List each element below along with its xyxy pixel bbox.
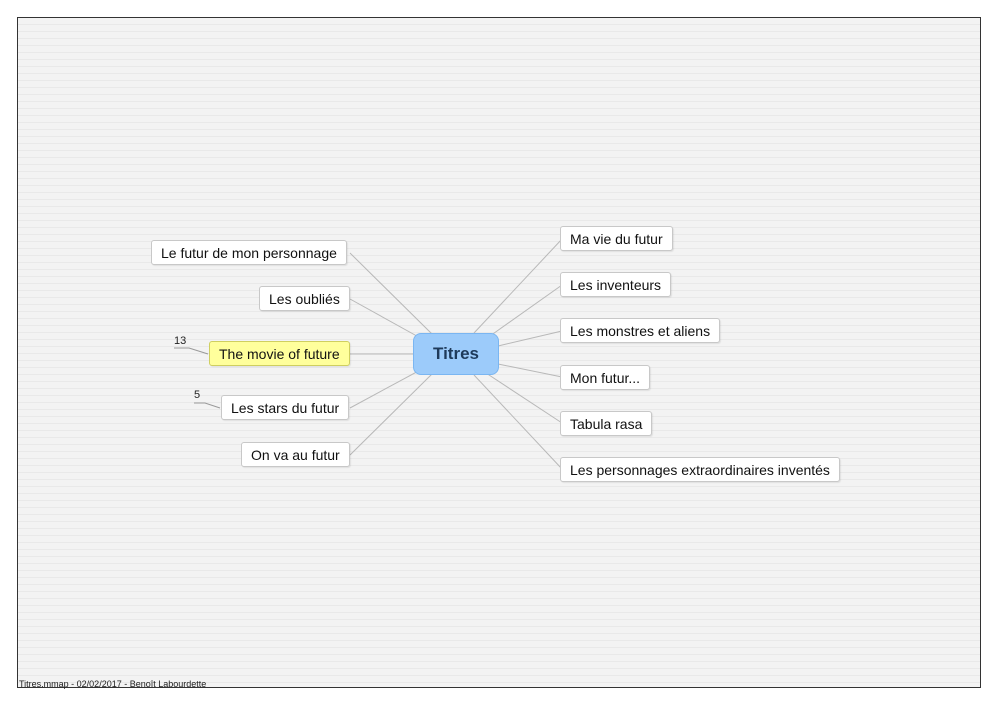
count-leader-13 [174,347,209,355]
connector-right-4 [485,372,563,424]
topic-mon-futur[interactable]: Mon futur... [560,365,651,390]
topic-the-movie-of-future[interactable]: The movie of future [209,341,350,366]
topic-count-badge: 13 [174,335,187,347]
central-topic[interactable]: Titres [413,333,499,375]
connector-left-0 [349,252,433,335]
connector-right-2 [497,330,563,347]
connector-left-4 [349,373,433,456]
count-leader-5 [194,402,221,409]
topic-tabula-rasa[interactable]: Tabula rasa [560,411,653,436]
connector-right-1 [489,284,563,337]
topic-les-monstres-et-aliens[interactable]: Les monstres et aliens [560,318,721,343]
connector-right-5 [473,374,563,470]
topic-count-badge: 5 [194,389,201,401]
topic-les-inventeurs[interactable]: Les inventeurs [560,272,672,297]
connector-right-0 [473,238,563,334]
topic-le-futur-de-mon-personnage[interactable]: Le futur de mon personnage [151,240,347,265]
topic-ma-vie-du-futur[interactable]: Ma vie du futur [560,226,673,251]
topic-les-stars-du-futur[interactable]: Les stars du futur [221,395,350,420]
connector-left-3 [349,367,425,409]
footer-caption: Titres.mmap - 02/02/2017 - Benoît Labour… [19,679,207,689]
topic-les-personnages-extraordinaires-inventes[interactable]: Les personnages extraordinaires inventés [560,457,840,482]
connector-right-3 [497,363,563,378]
topic-les-oublies[interactable]: Les oubliés [259,286,350,311]
connector-left-1 [349,298,425,341]
topic-on-va-au-futur[interactable]: On va au futur [241,442,350,467]
mind-map-canvas [17,17,981,688]
